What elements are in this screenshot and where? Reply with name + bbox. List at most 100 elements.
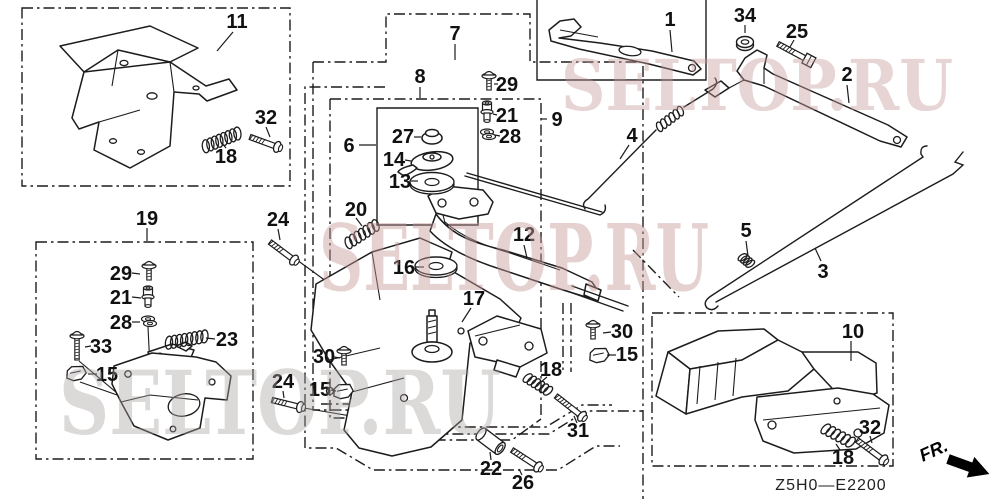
watermark-text-2: SELTOP.RU [59,351,501,455]
box-part-10 [651,312,894,467]
part-label-21: 21 [110,287,132,309]
bolt-drawing [248,133,284,153]
diagram-code: Z5H0—E2200 [775,477,886,494]
leader-line-17 [461,307,472,323]
spring-drawing [522,373,554,396]
part-label-18: 18 [540,359,562,381]
part-drawings [59,18,965,473]
spring-drawing [655,105,685,133]
leader-line-23 [205,337,216,340]
part-label-8: 8 [414,66,425,88]
flange-bolt-drawing [141,260,157,281]
washer-drawing [409,171,455,195]
box-part-1 [536,0,707,81]
leader-line-14 [404,159,412,162]
leader-line-1 [669,29,673,53]
part-label-6: 6 [343,135,354,157]
fr-label: FR. [916,435,951,465]
fastener-primitives [66,35,890,473]
part-label-23: 23 [216,329,238,351]
lever-12 [427,185,629,312]
box-part-19 [35,241,254,460]
bolt-drawing [509,446,544,473]
fr-indicator: FR. [916,435,990,478]
box-part-9 [304,86,620,471]
part-label-17: 17 [463,288,485,310]
part-label-30: 30 [313,346,335,368]
washer-pair-drawing [479,128,497,141]
leader-line-3 [814,247,822,262]
part-label-15: 15 [96,364,118,386]
flange-bolt-drawing [336,345,352,366]
box-part-6 [376,107,479,226]
fr-arrow-icon [946,454,990,478]
part-label-28: 28 [110,312,132,334]
part-label-30: 30 [611,321,633,343]
part-label-5: 5 [740,220,751,242]
watermark-text-1: SELTOP.RU [319,204,709,312]
leader-line-31 [573,415,578,424]
cable-clamp-drawing [333,383,354,400]
part-label-10: 10 [842,321,864,343]
bolt-drawing [270,396,307,414]
part-label-29: 29 [496,74,518,96]
part-label-19: 19 [136,208,158,230]
plate-14 [397,150,454,177]
part-label-21: 21 [496,105,518,127]
leader-line-11 [216,31,234,52]
leader-line-2 [846,84,850,104]
grommet-34-drawing [735,35,755,52]
bolt-drawing [854,437,890,466]
part-label-32: 32 [255,107,277,129]
control-rod-center [464,172,607,216]
rod-4 [582,77,718,210]
leader-line-26 [518,468,523,476]
watermark-text-0: SELTOP.RU [561,44,953,127]
cable-clamp-drawing [66,365,87,382]
part-label-13: 13 [389,171,411,193]
pivot-nut-drawing [141,285,155,308]
leader-line-28 [494,134,501,137]
lever-2 [704,49,908,148]
bracket-11 [59,25,238,169]
part-label-25: 25 [786,21,808,43]
watermarks: SELTOP.RU SELTOP.RU SELTOP.RU [59,44,953,455]
washer-drawing [414,256,458,279]
bolt-drawing [267,239,300,266]
spring-drawing [737,253,756,268]
part-label-27: 27 [392,126,414,148]
part-label-9: 9 [551,109,562,131]
leader-line-30 [333,356,341,359]
leader-line-22 [489,451,492,461]
part-label-16: 16 [393,257,415,279]
bolt-drawing [775,40,817,69]
leader-line-32 [869,435,873,444]
leader-line-18 [835,443,841,451]
flange-bolt-drawing [481,70,497,91]
leader-line-20 [355,217,363,227]
part-label-14: 14 [383,149,406,171]
part-label-31: 31 [567,420,589,442]
bolt-drawing [553,393,588,423]
leader-line-5 [745,240,749,257]
part-label-32: 32 [859,417,881,439]
frame-stair-extra [321,249,680,428]
leader-line-4 [619,144,630,160]
leader-line-25 [789,39,795,48]
part-label-12: 12 [513,224,535,246]
washer-pair-drawing [140,315,158,328]
collar-22-drawing [475,427,506,456]
part-label-15: 15 [616,344,638,366]
box-part-11 [21,7,291,187]
leader-line-30 [602,331,612,334]
part-label-29: 29 [110,263,132,285]
lever-1 [548,18,702,76]
leader-line-18 [221,142,227,149]
part-label-15: 15 [309,379,331,401]
nut-27 [421,128,443,145]
part-label-34: 34 [734,5,757,27]
leader-line-21 [492,113,498,116]
spring-drawing [820,423,856,448]
